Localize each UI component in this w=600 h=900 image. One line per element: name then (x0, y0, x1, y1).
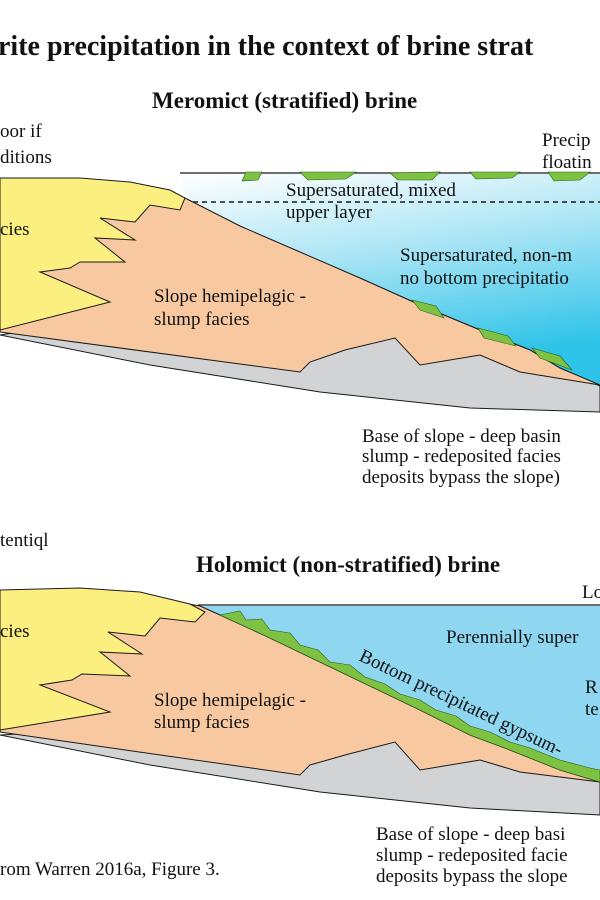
bottom-label-base-2: slump - redeposited facie (376, 845, 568, 866)
bottom-label-base-3: deposits bypass the slope (376, 866, 568, 887)
top-label-nonmixed-1: Supersaturated, non-m (400, 245, 572, 266)
top-slope-facies (0, 189, 600, 386)
top-label-base-3: deposits bypass the slope) (362, 467, 560, 488)
top-label-base-2: slump - redeposited facies (362, 446, 561, 467)
figure-caption: rom Warren 2016a, Figure 3. (0, 859, 220, 880)
bottom-label-slope-2: slump facies (154, 712, 250, 733)
top-label-right-2: floatin (542, 152, 592, 173)
top-label-nonmixed-2: no bottom precipitatio (400, 268, 569, 289)
top-label-base-1: Base of slope - deep basin (362, 426, 561, 447)
bottom-shelf-facies (0, 587, 206, 731)
top-label-right-1: Precip (542, 130, 591, 151)
top-panel-heading: Meromict (stratified) brine (152, 88, 417, 113)
top-label-slope-2: slump facies (154, 309, 250, 330)
bottom-label-side-2: te (585, 699, 599, 720)
top-label-mixed-2: upper layer (286, 202, 373, 223)
top-label-shelf: cies (0, 219, 30, 240)
bottom-label-slope-1: Slope hemipelagic - (154, 690, 306, 711)
top-label-slope-1: Slope hemipelagic - (154, 286, 306, 307)
top-panel: Meromict (stratified) brine oor if (0, 88, 600, 488)
bottom-label-left-note: tentiql (0, 530, 49, 551)
bottom-label-side-1: R (585, 677, 598, 698)
bottom-gypsum-layer (219, 610, 600, 783)
bottom-panel: tentiql Holomict (non-stratified) brine … (0, 530, 600, 887)
bottom-label-perennial: Perennially super (446, 627, 579, 648)
top-slope-gypsum (411, 299, 573, 371)
top-label-left-1: oor if (0, 121, 42, 142)
top-floating-gypsum (241, 171, 591, 182)
bottom-label-base-1: Base of slope - deep basi (376, 824, 565, 845)
top-label-mixed-1: Supersaturated, mixed (286, 180, 456, 201)
bottom-label-shelf: cies (0, 621, 30, 642)
top-shelf-facies (0, 177, 186, 331)
bottom-panel-heading: Holomict (non-stratified) brine (196, 552, 500, 577)
figure-title: rite precipitation in the context of bri… (0, 31, 534, 62)
top-label-left-2: ditions (0, 147, 52, 168)
bottom-label-top-right: Lo (582, 582, 600, 603)
